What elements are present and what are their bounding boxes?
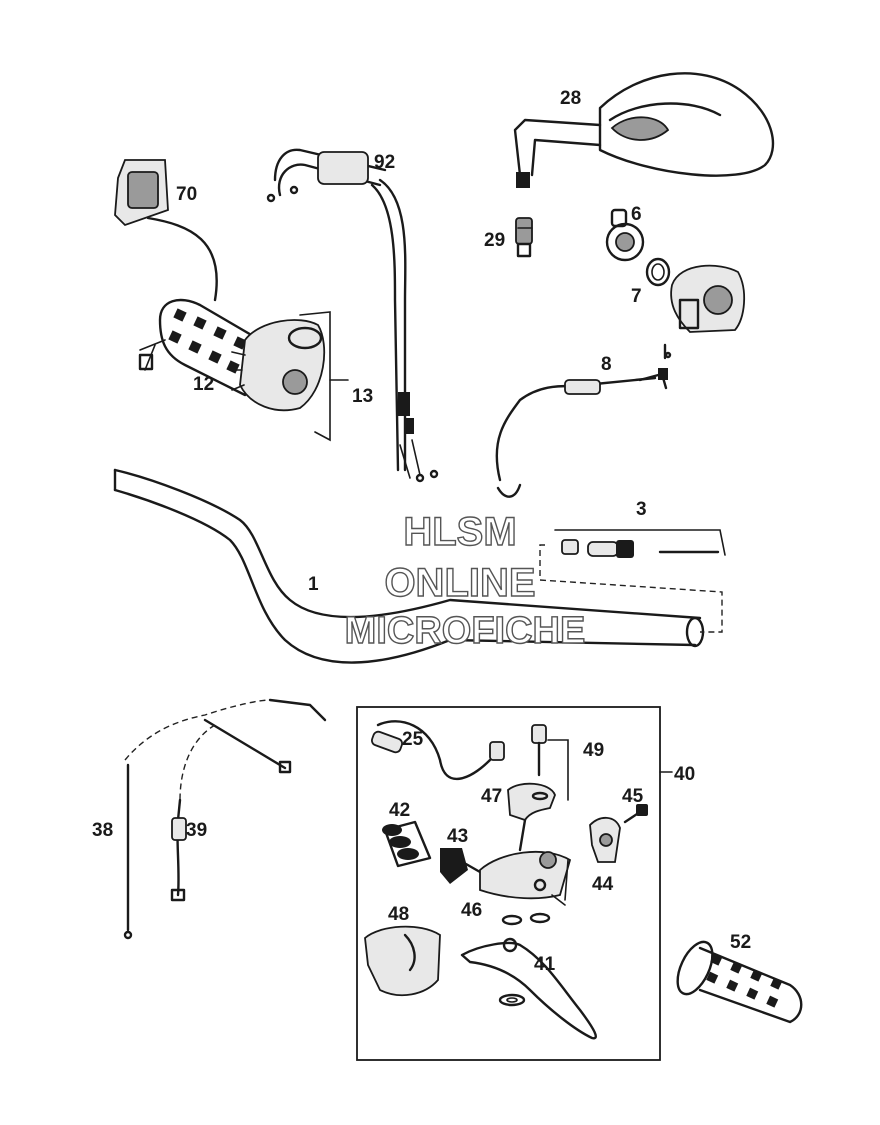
callout-28[interactable]: 28: [560, 88, 581, 109]
callout-43[interactable]: 43: [447, 826, 468, 847]
watermark-line-3: MICROFICHE: [345, 610, 586, 652]
washer-icon[interactable]: [501, 791, 551, 926]
callout-38[interactable]: 38: [92, 820, 113, 841]
callout-44[interactable]: 44: [592, 874, 614, 895]
callout-6[interactable]: 6: [631, 204, 642, 225]
callout-47[interactable]: 47: [481, 786, 502, 807]
watermark-line-2: ONLINE: [384, 561, 535, 605]
cable-icon[interactable]: [170, 724, 216, 902]
callout-1[interactable]: 1: [308, 574, 319, 595]
throttle-cable-icon[interactable]: [266, 148, 439, 483]
lever-cover-icon[interactable]: [364, 925, 441, 997]
switch-housing-icon[interactable]: [605, 208, 645, 262]
callout-46[interactable]: 46: [461, 900, 482, 921]
throttle-housing-icon[interactable]: [229, 311, 349, 442]
boot-icon[interactable]: [382, 820, 432, 868]
adapter-icon[interactable]: [515, 217, 533, 258]
callout-12[interactable]: 12: [193, 374, 214, 395]
callout-29[interactable]: 29: [484, 230, 505, 251]
callout-3[interactable]: 3: [636, 499, 647, 520]
switch-wire-icon[interactable]: [371, 720, 505, 780]
callout-25[interactable]: 25: [402, 729, 424, 750]
callout-70[interactable]: 70: [176, 184, 197, 205]
grip-icon[interactable]: [670, 937, 803, 1024]
watermark: HLSM ONLINE MICROFICHE: [344, 509, 586, 652]
thumb-throttle-box-icon[interactable]: [114, 159, 218, 302]
callout-42[interactable]: 42: [389, 800, 410, 821]
callout-7[interactable]: 7: [631, 286, 642, 307]
callout-39[interactable]: 39: [186, 820, 207, 841]
bolt-icon[interactable]: [531, 724, 569, 801]
bolt-icon[interactable]: [623, 804, 648, 824]
callout-13[interactable]: 13: [352, 386, 373, 407]
callout-48[interactable]: 48: [388, 904, 409, 925]
lever-assembly-box-icon: [356, 706, 673, 1061]
cable-icon[interactable]: [495, 351, 672, 498]
callout-92[interactable]: 92: [374, 152, 395, 173]
callout-52[interactable]: 52: [730, 932, 751, 953]
ring-icon[interactable]: [645, 257, 671, 287]
callout-41[interactable]: 41: [534, 954, 556, 975]
callout-8[interactable]: 8: [601, 354, 612, 375]
mirror-icon[interactable]: [513, 72, 775, 188]
callouts: 28 92 70 6 29 7 8 12 13 3 1 25 49 40 47 …: [92, 88, 751, 975]
callout-49[interactable]: 49: [583, 740, 604, 761]
cable-icon[interactable]: [123, 698, 327, 940]
bracket-icon[interactable]: [507, 782, 556, 852]
adjuster-icon[interactable]: [440, 848, 482, 884]
callout-40[interactable]: 40: [674, 764, 695, 785]
lever-icon[interactable]: [460, 937, 597, 1040]
clamp-icon[interactable]: [589, 816, 621, 863]
switch-housing-icon[interactable]: [663, 264, 746, 360]
callout-45[interactable]: 45: [622, 786, 644, 807]
bar-end-weight-icon[interactable]: [539, 529, 726, 633]
watermark-line-1: HLSM: [403, 510, 516, 554]
perch-icon[interactable]: [479, 850, 572, 906]
